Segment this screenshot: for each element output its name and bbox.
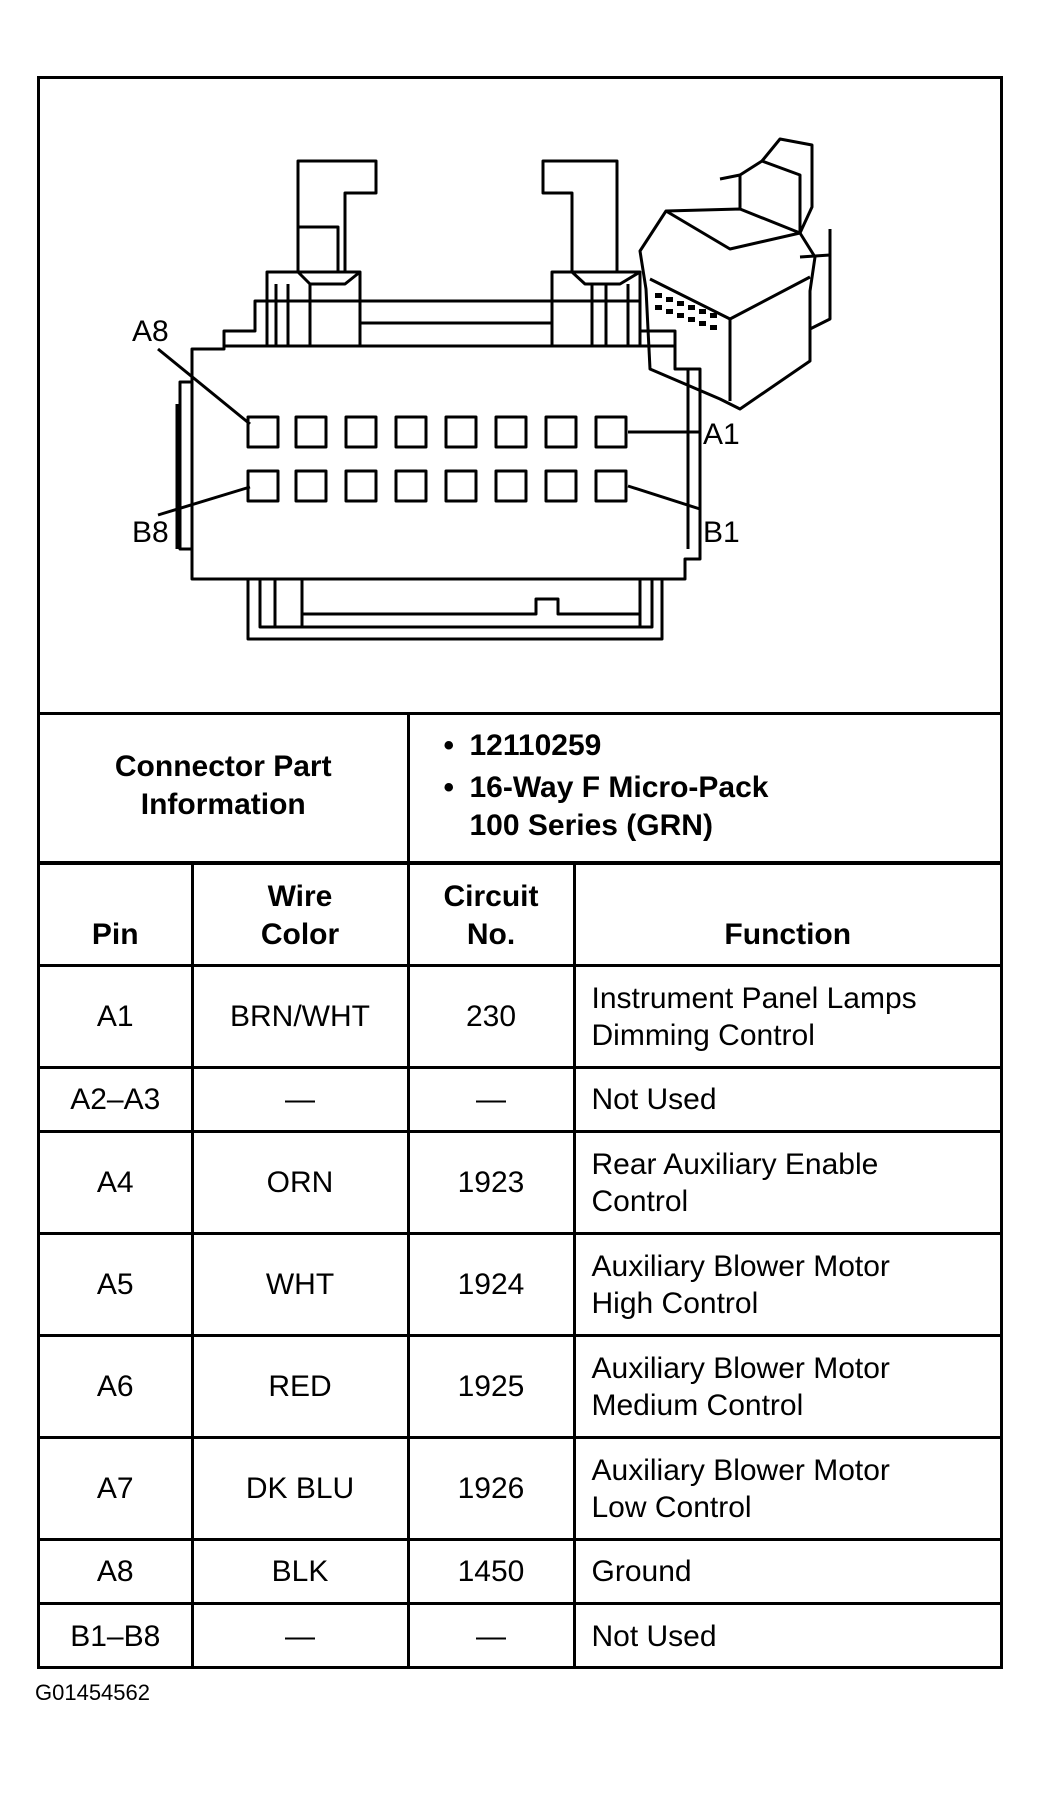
connector-sheet: A8 B8 A1 B1 Connector Part Information •… [37, 76, 1003, 1669]
cell-circuit: 1450 [406, 1538, 576, 1605]
cell-pin: A5 [40, 1232, 194, 1337]
cell-wire-color: RED [190, 1334, 410, 1439]
info-list-cell: • 12110259 • 16-Way F Micro-Pack 100 Ser… [406, 712, 1000, 864]
cavity-row-b [246, 469, 628, 503]
right-side-rail [675, 367, 690, 549]
cell-pin: A6 [40, 1334, 194, 1439]
cell-wire-color: — [190, 1066, 410, 1133]
left-latch [265, 225, 362, 346]
cell-circuit: 1923 [406, 1130, 576, 1235]
connector-part-info-table: Connector Part Information • 12110259 • … [40, 712, 1000, 864]
cell-circuit: — [406, 1066, 576, 1133]
cell-circuit: 1926 [406, 1436, 576, 1541]
cell-pin: A7 [40, 1436, 194, 1541]
cell-pin: A1 [40, 964, 194, 1069]
cell-wire-color: BLK [190, 1538, 410, 1605]
leader-a8 [157, 347, 251, 426]
connector-bottom-boss [246, 579, 664, 641]
info-heading-line2: Information [140, 788, 306, 822]
bullet-icon: • [443, 729, 455, 763]
figure-code: G01454562 [35, 1680, 150, 1705]
cell-pin: A2–A3 [40, 1066, 194, 1133]
connector-diagram-area: A8 B8 A1 B1 [40, 79, 1000, 715]
info-item-part-number: • 12110259 [444, 727, 1000, 765]
right-latch [541, 159, 642, 346]
info-heading-line1: Connector Part [114, 750, 332, 784]
info-row: Connector Part Information • 12110259 • … [40, 712, 1000, 864]
cell-wire-color: BRN/WHT [190, 964, 410, 1069]
cell-function: Not Used [572, 1066, 1000, 1133]
left-side-rail [178, 380, 192, 551]
cell-circuit: 230 [406, 964, 576, 1069]
table-row: A8 BLK 1450 Ground [40, 1538, 1000, 1605]
bullet-icon: • [443, 771, 455, 805]
connector-face-diagram: A8 B8 A1 B1 [132, 137, 832, 641]
info-item-line: 16-Way F Micro-Pack [469, 771, 769, 805]
cell-circuit: 1925 [406, 1334, 576, 1439]
label-a1: A1 [703, 418, 740, 451]
info-item-line: 12110259 [469, 729, 602, 763]
cell-circuit: — [406, 1602, 576, 1668]
cell-wire-color: ORN [190, 1130, 410, 1235]
cell-pin: A8 [40, 1538, 194, 1605]
connector-body [190, 299, 702, 581]
leader-b8 [157, 485, 251, 517]
label-b1: B1 [703, 516, 740, 549]
cavity-row-a [246, 415, 628, 449]
table-row: A2–A3 — — Not Used [40, 1066, 1000, 1133]
info-heading-cell: Connector Part Information [40, 712, 410, 864]
leader-b1 [627, 484, 701, 511]
cell-wire-color: DK BLU [190, 1436, 410, 1541]
cell-pin: B1–B8 [40, 1602, 194, 1668]
cell-wire-color: — [190, 1602, 410, 1668]
cell-pin: A4 [40, 1130, 194, 1235]
cell-wire-color: WHT [190, 1232, 410, 1337]
cell-circuit: 1924 [406, 1232, 576, 1337]
cell-function: Ground [572, 1538, 1000, 1605]
info-item-line: 100 Series (GRN) [469, 809, 713, 843]
cell-function: Not Used [572, 1602, 1000, 1668]
label-b8: B8 [132, 516, 169, 549]
header-function: Function [572, 862, 1000, 967]
connector-isometric-view [638, 137, 832, 411]
table-row: B1–B8 — — Not Used [40, 1602, 1000, 1668]
label-a8: A8 [132, 315, 169, 348]
header-pin: Pin [40, 862, 194, 967]
info-item-description: • 16-Way F Micro-Pack 100 Series (GRN) [444, 769, 1000, 845]
